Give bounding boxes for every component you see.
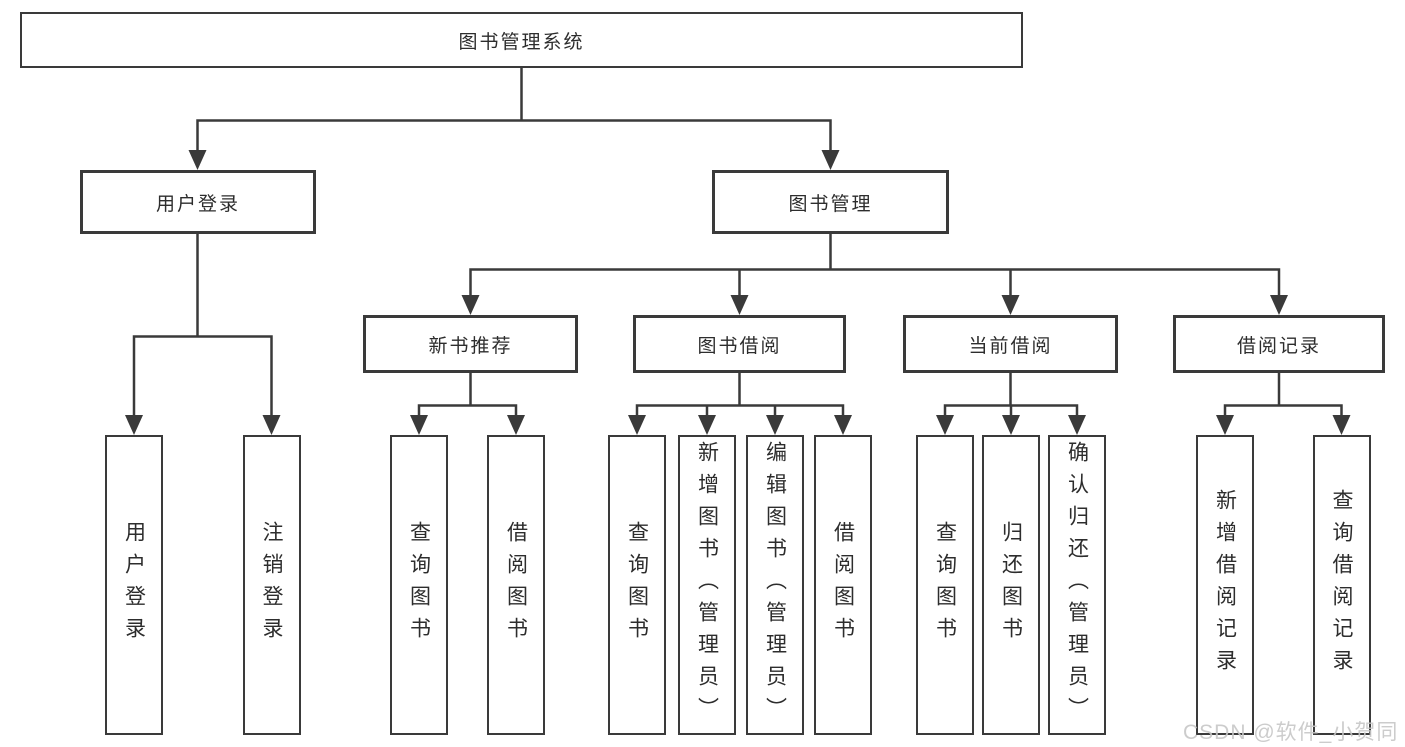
leaf-return-books: 归还图书 (982, 435, 1040, 735)
node-label: 借阅记录 (1236, 335, 1321, 357)
leaf-edit-book-admin: 编辑图书（管理员） (746, 435, 804, 735)
connector-lines (132, 65, 1343, 422)
node-library-management-system: 图书管理系统 (20, 12, 1023, 68)
leaf-label: 查询图书 (933, 521, 957, 649)
leaf-label: 查询图书 (407, 521, 431, 649)
leaf-label: 查询图书 (625, 521, 649, 649)
leaf-query-books-recommend: 查询图书 (390, 435, 448, 735)
node-user-login: 用户登录 (80, 170, 316, 234)
node-label: 图书借阅 (697, 335, 782, 357)
leaf-query-borrow-record: 查询借阅记录 (1312, 435, 1371, 735)
leaf-label: 确认归还（管理员） (1065, 441, 1089, 729)
node-book-borrowing: 图书借阅 (633, 315, 846, 373)
node-borrowing-records: 借阅记录 (1173, 315, 1385, 373)
node-new-book-recommendation: 新书推荐 (363, 315, 578, 373)
leaf-label: 借阅图书 (504, 521, 528, 649)
leaf-label: 新增借阅记录 (1213, 489, 1237, 681)
leaf-logout: 注销登录 (242, 435, 301, 735)
leaf-label: 查询借阅记录 (1330, 489, 1353, 681)
leaf-borrow-books: 借阅图书 (814, 435, 872, 735)
leaf-label: 新增图书（管理员） (695, 441, 719, 729)
leaf-label: 归还图书 (999, 521, 1023, 649)
leaf-query-books-borrow: 查询图书 (608, 435, 666, 735)
node-label: 图书管理系统 (458, 31, 585, 53)
leaf-add-borrow-record: 新增借阅记录 (1196, 435, 1254, 735)
leaf-query-books-current: 查询图书 (916, 435, 974, 735)
leaf-label: 注销登录 (260, 521, 283, 649)
node-label: 当前借阅 (968, 335, 1053, 357)
leaf-label: 借阅图书 (831, 521, 855, 649)
node-label: 新书推荐 (428, 335, 513, 357)
node-label: 图书管理 (788, 193, 873, 215)
leaf-confirm-return-admin: 确认归还（管理员） (1048, 435, 1106, 735)
node-current-borrowing: 当前借阅 (903, 315, 1118, 373)
leaf-label: 用户登录 (122, 521, 146, 649)
node-label: 用户登录 (155, 193, 240, 215)
leaf-label: 编辑图书（管理员） (763, 441, 787, 729)
node-book-management: 图书管理 (712, 170, 949, 234)
leaf-user-login: 用户登录 (105, 435, 163, 735)
leaf-add-book-admin: 新增图书（管理员） (678, 435, 736, 735)
leaf-borrow-books-recommend: 借阅图书 (487, 435, 545, 735)
